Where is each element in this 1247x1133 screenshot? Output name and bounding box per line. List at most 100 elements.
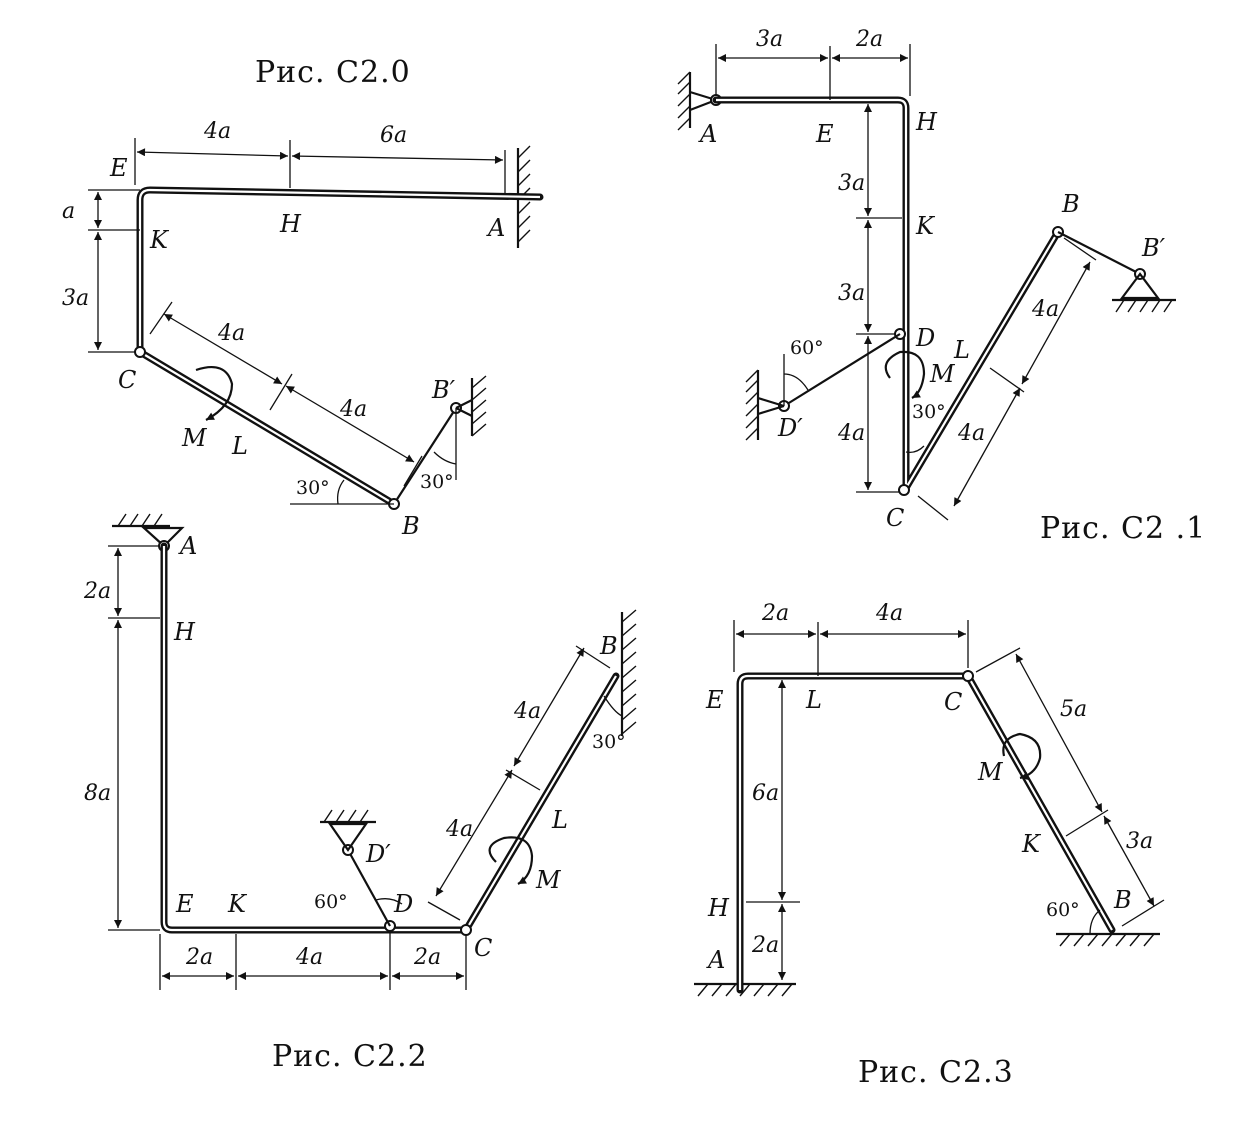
point-label-e: E [175,890,194,918]
figure-c2-3: Рис. С2.3 2a 4a 6a 2a [694,601,1165,1090]
point-label-d1: D′ [777,414,803,442]
dim-top-2: 2a [855,27,883,52]
dim-top-1: 3a [756,27,783,52]
figure-caption: Рис. С2.2 [272,1039,428,1074]
point-label-k: K [227,890,248,918]
fixed-ground-a [694,982,796,997]
angle-label-1: 30° [296,477,330,499]
point-label-h: H [173,618,196,646]
point-label-b: B [401,512,420,540]
point-label-d: D [915,324,935,352]
fixed-ground-b [1056,932,1160,947]
moment-arc [884,350,926,399]
point-label-b: B [1113,886,1132,914]
point-label-d: D [393,890,413,918]
point-label-a: A [706,946,725,974]
figure-caption: Рис. С2.0 [255,55,411,90]
moment-label: M [181,424,208,452]
dim-v-1: 3a [838,171,865,196]
moment-label: M [929,360,956,388]
point-label-c: C [474,934,492,962]
point-label-l: L [953,336,970,364]
rod-d-d1 [347,849,391,927]
dim-diag-1: 4a [445,817,473,842]
moment-arc [195,366,234,421]
support-ground-b1 [1112,272,1176,313]
dim-diag-2: 3a [1126,829,1153,854]
dim-left-2: 8a [84,781,111,806]
support-ground-d1 [320,809,376,852]
angle-label-2: 30° [592,731,626,753]
point-label-e: E [109,154,128,182]
dim-left-1: a [62,199,75,224]
point-label-b: B [599,632,618,660]
point-label-k: K [1021,830,1042,858]
angle-label-1: 60° [1046,899,1080,921]
moment-label: M [535,866,562,894]
point-label-e: E [705,686,724,714]
dim-top-2: 4a [875,601,903,626]
dim-left-2: 3a [62,286,89,311]
dim-v-1: 6a [752,781,779,806]
point-label-e: E [815,120,834,148]
dim-diag-1: 4a [217,321,245,346]
pin-c [460,924,472,936]
dim-top-1: 2a [761,601,789,626]
rod-b-b1 [1057,231,1141,275]
point-label-h: H [707,894,730,922]
dim-top-2: 6a [380,123,407,148]
angle-label-1: 60° [790,337,824,359]
point-label-l: L [551,806,568,834]
point-label-l: L [231,432,248,460]
point-label-k: K [915,212,936,240]
dim-diag-2: 4a [339,397,367,422]
rod-b-b1 [393,407,457,505]
dim-bot-1: 2a [185,945,213,970]
figure-caption: Рис. С2.3 [858,1055,1014,1090]
point-label-l: L [805,686,822,714]
figure-c2-1: Рис. С2 .1 [677,27,1206,546]
dim-bot-3: 2a [413,945,441,970]
point-label-b1: B′ [1141,234,1166,262]
point-label-b1: B′ [431,376,456,404]
point-label-c: C [886,504,904,532]
figure-c2-2: Рис. С2.2 2a [83,513,637,1074]
point-label-h: H [915,108,938,136]
pin-c [898,484,910,496]
angle-label-2: 30° [912,401,946,423]
dim-diag-2: 4a [1031,297,1059,322]
moment-arc [488,836,534,885]
point-label-a: A [178,532,197,560]
pin-c [962,670,974,682]
point-label-k: K [149,226,170,254]
pin-c [134,346,146,358]
point-label-b: B [1061,190,1080,218]
point-label-a: A [486,214,505,242]
dim-v-3: 4a [837,421,865,446]
dim-top-1: 4a [203,119,231,144]
moment-label: M [977,758,1004,786]
rod-d-d1 [783,333,901,407]
point-label-a: A [698,120,717,148]
angle-label-1: 60° [314,891,348,913]
point-label-d1: D′ [365,840,391,868]
figure-c2-0: Рис. С2.0 4a 6a [62,55,544,540]
dim-diag-2: 4a [513,699,541,724]
figure-caption: Рис. С2 .1 [1040,511,1206,546]
beam-frame [136,186,544,508]
support-wall-d1 [745,369,785,441]
beam-frame [712,96,1062,492]
angle-label-2: 30° [420,471,454,493]
dim-diag-1: 5a [1060,697,1087,722]
dim-diag-1: 4a [957,421,985,446]
moment-arc [1002,732,1042,780]
point-label-c: C [944,688,962,716]
dim-left-1: 2a [83,579,111,604]
fixed-wall-b [620,609,637,736]
point-label-c: C [118,366,136,394]
support-wall-b1 [455,375,487,437]
dim-bot-2: 4a [295,945,323,970]
dim-v-2: 3a [838,281,865,306]
dim-v-2: 2a [751,933,779,958]
